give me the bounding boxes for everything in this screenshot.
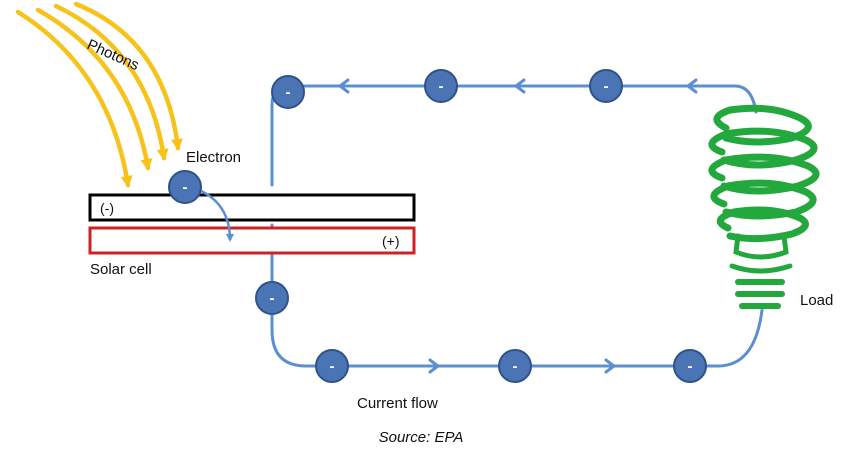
electron-sign: - — [183, 179, 188, 196]
arrow-right-2 — [598, 358, 617, 374]
arrow-right-1 — [422, 358, 441, 374]
positive-layer — [88, 226, 416, 255]
solar-cell-label: Solar cell — [90, 261, 152, 278]
electron-sign: - — [688, 358, 693, 375]
electron-label: Electron — [186, 149, 241, 166]
current-flow-label: Current flow — [357, 395, 438, 412]
electron-bottom-2: - — [498, 349, 532, 383]
electron-sign: - — [286, 84, 291, 101]
electron-bottom-1: - — [315, 349, 349, 383]
electron-in-cell: - — [168, 170, 202, 204]
arrow-left-3 — [685, 78, 702, 94]
electron-sign: - — [439, 78, 444, 95]
electron-sign: - — [270, 290, 275, 307]
electron-drift-arrow — [198, 188, 234, 242]
positive-layer-label: (+) — [382, 233, 400, 249]
electron-sign: - — [513, 358, 518, 375]
photon-ray-3 — [53, 3, 169, 161]
negative-layer — [88, 193, 416, 222]
cfl-light-bulb-icon — [708, 104, 820, 309]
electron-bottom-3: - — [673, 349, 707, 383]
current-direction-arrows — [337, 78, 702, 374]
photon-ray-4 — [73, 1, 183, 151]
electron-top-1: - — [271, 75, 305, 109]
photon-ray-1 — [15, 9, 133, 188]
negative-layer-label: (-) — [100, 200, 114, 216]
circuit-wire — [270, 84, 764, 368]
electrons: - - - - - - - - — [168, 69, 707, 383]
load-label: Load — [800, 292, 833, 309]
electron-top-3: - — [589, 69, 623, 103]
photon-rays — [15, 1, 183, 188]
photon-ray-2 — [35, 7, 153, 171]
electron-sign: - — [604, 78, 609, 95]
electron-left-down: - — [255, 281, 289, 315]
arrow-left-1 — [337, 78, 354, 94]
electron-sign: - — [330, 358, 335, 375]
electron-top-2: - — [424, 69, 458, 103]
source-caption: Source: EPA — [379, 429, 464, 446]
arrow-left-2 — [513, 78, 530, 94]
